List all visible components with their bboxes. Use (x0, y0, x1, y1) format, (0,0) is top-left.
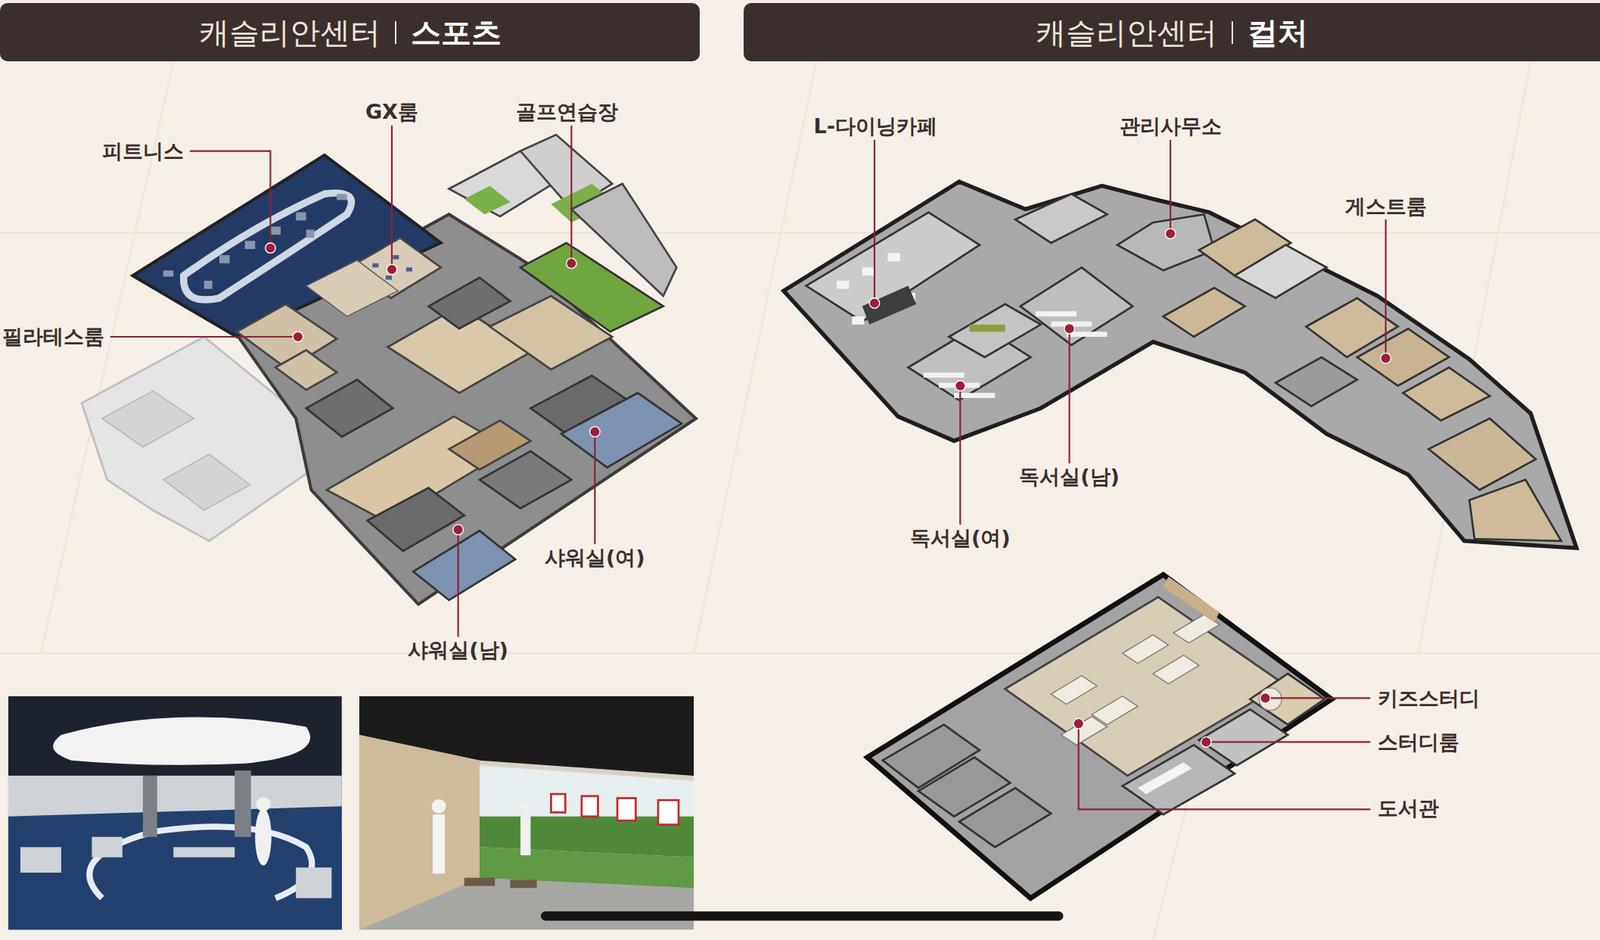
header-title: 캐슬리안센터 (1035, 14, 1218, 51)
room-label: 게스트룸 (1345, 193, 1427, 220)
room-label: 스터디룸 (1377, 729, 1460, 755)
leader-dots (265, 228, 1392, 747)
room-label: 독서실(여) (910, 525, 1011, 551)
background-grid (0, 61, 1600, 940)
section-header-bar: 캐슬리안센터 컬처 (743, 3, 1600, 62)
header-subtitle: 스포츠 (410, 14, 502, 51)
room-label: 키즈스터디 (1377, 685, 1480, 712)
room-label: 피트니스 (102, 138, 184, 165)
room-label: 샤워실(여) (544, 544, 646, 571)
room-label: 샤워실(남) (407, 636, 509, 663)
header-subtitle: 컬처 (1247, 14, 1308, 51)
room-label: 관리사무소 (1119, 113, 1222, 140)
sports-floor-plan (81, 134, 696, 604)
room-label: L-다이닝카페 (813, 113, 938, 140)
room-label: 독서실(남) (1019, 463, 1120, 490)
gym-photo (8, 695, 342, 930)
culture-floor-plan (783, 181, 1577, 548)
header-divider (380, 17, 411, 48)
room-label: GX룸 (365, 99, 419, 125)
section-header-bar: 캐슬리안센터 스포츠 (0, 3, 700, 62)
library-floor-plan (867, 574, 1333, 898)
home-indicator (540, 910, 1064, 920)
room-label: 필라테스룸 (2, 323, 105, 350)
header-divider (1217, 17, 1248, 48)
golf-photo (359, 695, 694, 930)
room-label: 도서관 (1377, 795, 1439, 821)
header-title: 캐슬리안센터 (198, 14, 381, 51)
room-label: 골프연습장 (515, 99, 619, 125)
